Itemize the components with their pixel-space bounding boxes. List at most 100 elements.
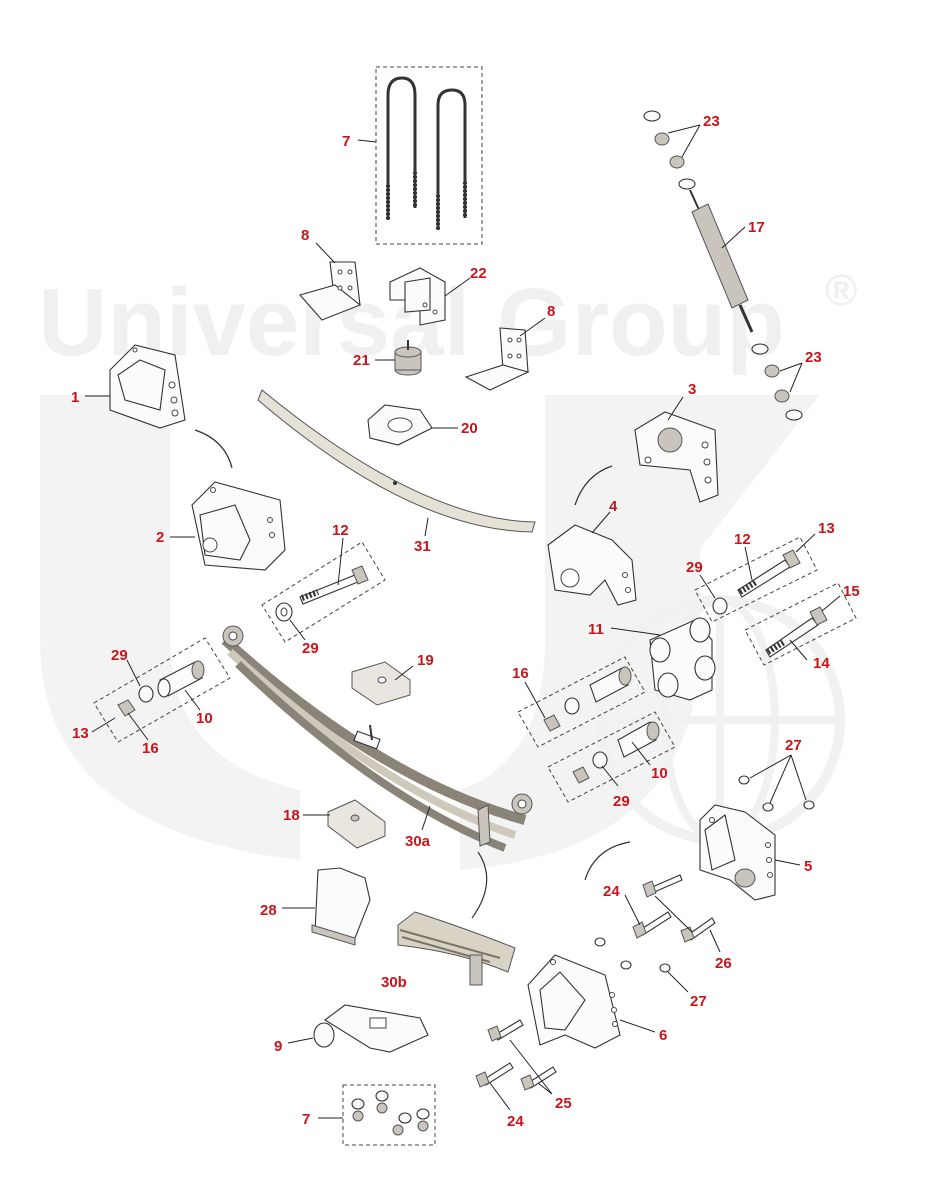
nuts-27-upper bbox=[738, 775, 815, 812]
callout-7-top: 7 bbox=[342, 133, 350, 150]
u-bolts bbox=[386, 76, 467, 230]
shock-absorber-17 bbox=[689, 189, 754, 333]
callout-30b: 30b bbox=[381, 974, 407, 991]
callout-20: 20 bbox=[461, 420, 478, 437]
callout-3: 3 bbox=[688, 381, 696, 398]
callout-1: 1 bbox=[71, 389, 79, 406]
washer-29-left-upper-hole bbox=[280, 607, 288, 617]
nut-16-right-a bbox=[543, 714, 561, 732]
left-bolt-box bbox=[261, 541, 386, 643]
callout-26: 26 bbox=[715, 955, 732, 972]
washer-29-right-b bbox=[592, 751, 608, 769]
callout-2: 2 bbox=[156, 529, 164, 546]
right-bolt-box-lower bbox=[744, 582, 857, 666]
callout-15: 15 bbox=[843, 583, 860, 600]
callout-8-right: 8 bbox=[547, 303, 555, 320]
shock-bushings-23 bbox=[643, 110, 803, 421]
bushing-10-right-upper bbox=[589, 666, 632, 703]
callout-16-left: 16 bbox=[142, 740, 159, 757]
nut-kit-box bbox=[342, 1084, 436, 1146]
axle-seat-9 bbox=[313, 1004, 429, 1053]
l-bracket-left bbox=[299, 261, 362, 321]
callout-9: 9 bbox=[274, 1038, 282, 1055]
callout-8-left: 8 bbox=[301, 227, 309, 244]
washer-29-right-upper bbox=[712, 597, 728, 615]
callout-17: 17 bbox=[748, 219, 765, 236]
callout-25: 25 bbox=[555, 1095, 572, 1112]
rear-hanger-6 bbox=[527, 954, 621, 1049]
bolts-24-26-upper bbox=[632, 874, 716, 943]
callout-21: 21 bbox=[353, 352, 370, 369]
callout-29-right-upper: 29 bbox=[686, 559, 703, 576]
callout-30a: 30a bbox=[405, 833, 431, 850]
callout-5: 5 bbox=[804, 858, 812, 875]
callout-27-upper: 27 bbox=[785, 737, 802, 754]
nuts-27-lower bbox=[594, 937, 671, 973]
bolt-14 bbox=[765, 606, 828, 658]
callout-22: 22 bbox=[470, 265, 487, 282]
callout-6: 6 bbox=[659, 1027, 667, 1044]
parts bbox=[109, 76, 828, 1136]
spacer-18 bbox=[327, 799, 386, 849]
bolt-12-left bbox=[299, 565, 369, 605]
group-boxes bbox=[93, 66, 857, 1146]
spacer-19 bbox=[351, 661, 411, 706]
shackle-hanger-4 bbox=[547, 524, 637, 606]
callout-10-left: 10 bbox=[196, 710, 213, 727]
callout-7-bottom: 7 bbox=[302, 1111, 310, 1128]
leaf-pack-30b bbox=[397, 911, 516, 986]
right-bushing-box-upper bbox=[517, 656, 646, 748]
washer-29-left-lower bbox=[138, 685, 154, 703]
spring-pad-20 bbox=[367, 404, 433, 446]
right-bushing-box-lower bbox=[547, 711, 676, 803]
nut-16-left bbox=[117, 699, 136, 717]
front-hanger-1 bbox=[109, 344, 186, 429]
callout-19: 19 bbox=[417, 652, 434, 669]
bolts-24-25-lower bbox=[475, 1019, 557, 1091]
callout-27-lower: 27 bbox=[690, 993, 707, 1010]
callout-31: 31 bbox=[414, 538, 431, 555]
right-bolt-box-upper bbox=[694, 536, 818, 623]
callout-24-lower: 24 bbox=[507, 1113, 524, 1130]
callout-29-right-lower: 29 bbox=[613, 793, 630, 810]
washer-29-right-a bbox=[564, 697, 580, 715]
callout-28: 28 bbox=[260, 902, 277, 919]
callout-29-left-lower: 29 bbox=[111, 647, 128, 664]
u-bolt-kit-box bbox=[375, 66, 483, 245]
bushing-10-right-lower bbox=[617, 721, 660, 758]
spacer-18-stud bbox=[350, 814, 360, 822]
rear-hanger-3 bbox=[634, 411, 719, 503]
callout-13-left: 13 bbox=[72, 725, 89, 742]
watermark-registered-mark: ® bbox=[825, 266, 857, 315]
callout-4: 4 bbox=[609, 498, 618, 515]
callout-14: 14 bbox=[813, 655, 830, 672]
leader-lines bbox=[85, 124, 841, 1119]
spring-seat-28 bbox=[311, 867, 371, 946]
spacer-19-hole bbox=[377, 676, 387, 684]
callout-labels: 7 23 17 8 22 8 21 23 1 20 3 4 2 31 12 12… bbox=[71, 113, 860, 1130]
callout-23-top: 23 bbox=[703, 113, 720, 130]
bushing-10-left bbox=[157, 660, 205, 698]
callout-11: 11 bbox=[588, 621, 604, 638]
callout-16-right: 16 bbox=[512, 665, 529, 682]
bolt-12-right bbox=[737, 549, 801, 598]
front-hanger-2 bbox=[191, 481, 286, 571]
nut-16-right-b bbox=[572, 766, 590, 784]
callout-12-right: 12 bbox=[734, 531, 751, 548]
single-leaf-31 bbox=[257, 389, 536, 533]
callout-24-upper: 24 bbox=[603, 883, 620, 900]
nut-kit-7 bbox=[351, 1090, 430, 1136]
shackle-11 bbox=[649, 617, 716, 701]
left-bushing-box bbox=[93, 637, 231, 743]
callout-23-bottom: 23 bbox=[805, 349, 822, 366]
rear-hanger-5 bbox=[699, 804, 776, 901]
callout-13-right: 13 bbox=[818, 520, 835, 537]
l-bracket-right bbox=[464, 327, 530, 391]
leaf-spring-pack-30a bbox=[221, 625, 533, 852]
bump-stop-21 bbox=[394, 340, 422, 376]
connection-arcs bbox=[194, 429, 631, 919]
callout-10-right: 10 bbox=[651, 765, 668, 782]
callout-12-left: 12 bbox=[332, 522, 349, 539]
callout-29-left-upper: 29 bbox=[302, 640, 319, 657]
